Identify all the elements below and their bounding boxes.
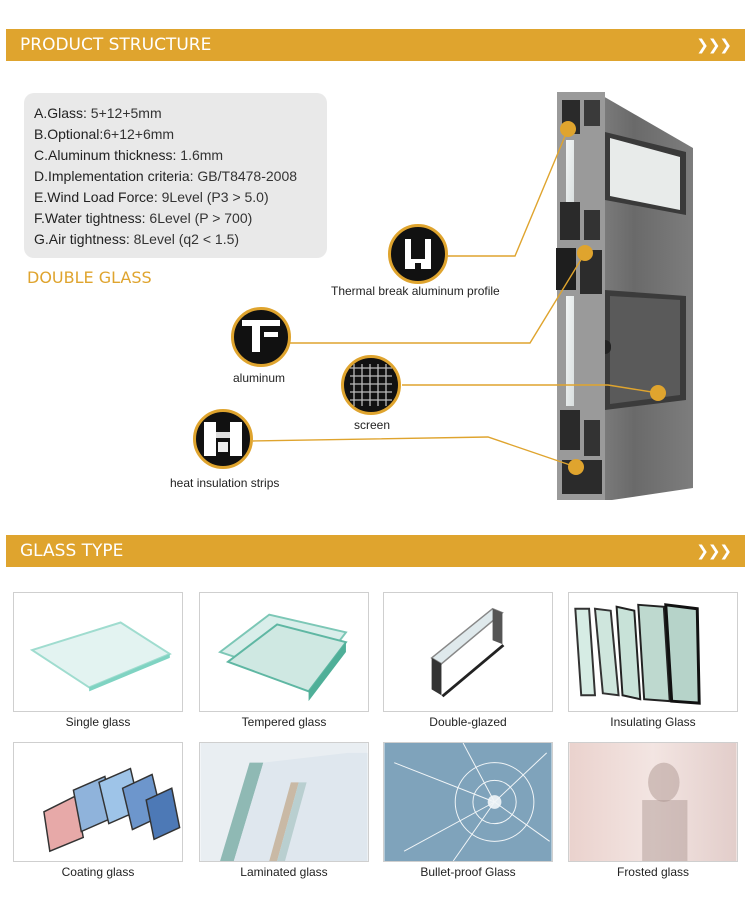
heat-insulation-label: heat insulation strips — [170, 476, 280, 490]
aluminum-label: aluminum — [233, 371, 286, 385]
glass-type-title: GLASS TYPE — [20, 541, 124, 561]
spec-item-air-tightness: G.Air tightness: 8Level (q2 < 1.5) — [34, 231, 240, 247]
frosted-glass-label: Frosted glass — [616, 865, 690, 879]
double-glazed-label: Double-glazed — [429, 715, 507, 729]
leader-line — [290, 252, 586, 344]
tempered-glass-image — [199, 592, 369, 712]
top-glass — [610, 138, 680, 210]
bullet-proof-glass-image — [383, 742, 553, 862]
laminated-glass-image — [199, 742, 369, 862]
coating-glass-image — [13, 742, 183, 862]
spec-item-aluminum-thickness: C.Aluminum thickness: 1.6mm — [34, 147, 224, 163]
laminated-glass-label: Laminated glass — [240, 865, 328, 879]
bullet-proof-glass-label: Bullet-proof Glass — [420, 865, 516, 879]
tempered-glass-label: Tempered glass — [241, 715, 327, 729]
heat-insulation-icon — [193, 409, 253, 469]
window-profile-illustration — [252, 92, 693, 500]
spec-item-criteria: D.Implementation criteria: GB/T8478-2008 — [34, 168, 298, 184]
insulating-glass-label: Insulating Glass — [610, 715, 696, 729]
product-structure-title: PRODUCT STRUCTURE — [20, 35, 212, 55]
coating-glass-label: Coating glass — [61, 865, 135, 879]
spec-item-wind-load: E.Wind Load Force: 9Level (P3 > 5.0) — [34, 189, 269, 205]
chevron-right-icon: ❯❯❯ — [696, 542, 732, 560]
product-structure-banner: PRODUCT STRUCTURE ❯❯❯ — [6, 29, 745, 61]
double-glazed-image — [383, 592, 553, 712]
spec-item-optional: B.Optional:6+12+6mm — [34, 126, 175, 142]
chevron-right-icon: ❯❯❯ — [696, 36, 732, 54]
leader-line — [402, 384, 659, 394]
double-glass-label: DOUBLE GLASS — [27, 268, 152, 287]
spec-item-glass: A.Glass: 5+12+5mm — [34, 105, 162, 121]
single-glass-image — [13, 592, 183, 712]
spec-list: A.Glass: 5+12+5mm B.Optional:6+12+6mm C.… — [24, 93, 327, 258]
leader-line — [252, 436, 577, 468]
screen-label: screen — [354, 418, 391, 432]
thermal-break-label: Thermal break aluminum profile — [331, 284, 500, 298]
frosted-glass-image — [568, 742, 738, 862]
aluminum-icon — [231, 307, 291, 367]
thermal-break-icon — [388, 224, 448, 284]
screen-mesh — [610, 296, 680, 404]
glass-type-banner: GLASS TYPE ❯❯❯ — [6, 535, 745, 567]
leader-line — [447, 128, 569, 257]
insulating-glass-image — [568, 592, 738, 712]
single-glass-label: Single glass — [65, 715, 131, 729]
screen-icon — [341, 355, 401, 415]
spec-item-water-tightness: F.Water tightness: 6Level (P > 700) — [34, 210, 253, 226]
